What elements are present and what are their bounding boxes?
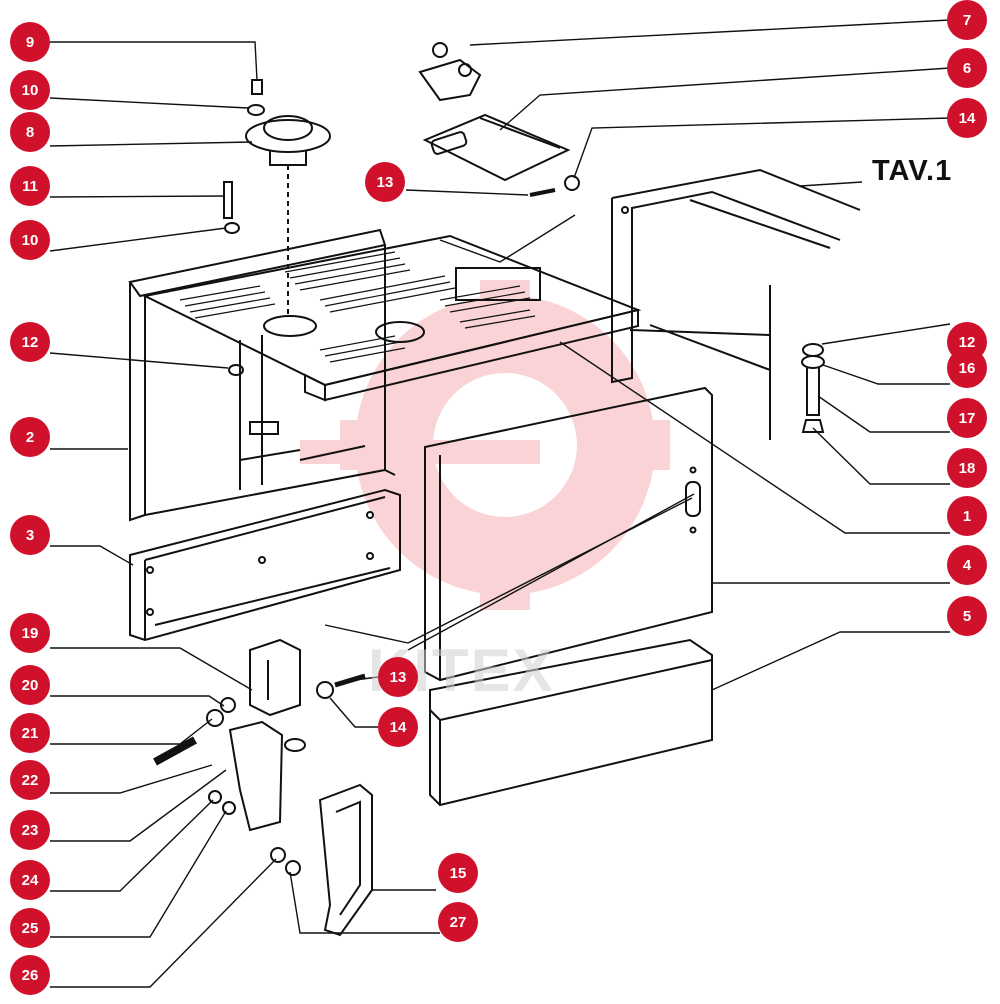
callout-label: 15 — [449, 864, 467, 882]
door-panel — [424, 386, 713, 682]
callout-label: 24 — [21, 871, 39, 889]
callout-19[interactable]: 14 — [947, 98, 987, 138]
callout-label: 26 — [21, 966, 39, 984]
callout-29[interactable]: 14 — [378, 707, 418, 747]
callout-16[interactable]: 26 — [10, 955, 50, 995]
callout-23[interactable]: 17 — [947, 398, 987, 438]
door-handle — [318, 783, 373, 937]
callout-label: 25 — [21, 919, 39, 937]
callout-20[interactable]: 13 — [365, 162, 405, 202]
latch — [228, 720, 306, 832]
callout-label: 7 — [962, 11, 972, 29]
callout-label: 3 — [25, 526, 35, 544]
callout-5[interactable]: 10 — [10, 220, 50, 260]
callout-13[interactable]: 23 — [10, 810, 50, 850]
callout-label: 12 — [21, 333, 39, 351]
bolt-13-lower — [334, 673, 366, 688]
callout-label: 21 — [21, 724, 39, 742]
bolt-13-top — [529, 188, 556, 197]
callout-8[interactable]: 3 — [10, 515, 50, 555]
callout-26[interactable]: 4 — [947, 545, 987, 585]
callout-6[interactable]: 12 — [10, 322, 50, 362]
callout-15[interactable]: 25 — [10, 908, 50, 948]
callout-14[interactable]: 24 — [10, 860, 50, 900]
callout-label: 6 — [962, 59, 972, 77]
washer-24 — [222, 801, 236, 815]
callout-label: 14 — [958, 109, 976, 127]
nut-23 — [208, 790, 222, 804]
callout-11[interactable]: 21 — [10, 713, 50, 753]
cabinet-frame — [611, 168, 861, 440]
pin-21 — [153, 736, 197, 766]
callout-17[interactable]: 7 — [947, 0, 987, 40]
callout-label: 14 — [389, 718, 407, 736]
washer-14-lower — [316, 681, 334, 699]
part-outlines — [128, 42, 861, 937]
callout-30[interactable]: 15 — [438, 853, 478, 893]
leader-lines — [49, 19, 951, 988]
adjustable-foot — [801, 343, 825, 433]
callout-28[interactable]: 13 — [378, 657, 418, 697]
callout-label: 19 — [21, 624, 39, 642]
callout-2[interactable]: 10 — [10, 70, 50, 110]
callout-label: 23 — [21, 821, 39, 839]
thermostat-assembly — [418, 42, 482, 102]
callout-label: 20 — [21, 676, 39, 694]
callout-label: 5 — [962, 607, 972, 625]
callout-18[interactable]: 6 — [947, 48, 987, 88]
callout-4[interactable]: 11 — [10, 166, 50, 206]
callout-label: 16 — [958, 359, 976, 377]
callout-label: 11 — [22, 177, 38, 195]
callout-label: 4 — [962, 556, 972, 574]
watermark-gear-icon — [300, 280, 670, 610]
small-hardware — [223, 79, 265, 376]
nut-26 — [270, 847, 286, 863]
washer-14-top — [564, 175, 580, 191]
callout-label: 8 — [25, 123, 35, 141]
vent-cap — [245, 115, 331, 166]
callout-25[interactable]: 1 — [947, 496, 987, 536]
callout-label: 17 — [958, 409, 976, 427]
callout-7[interactable]: 2 — [10, 417, 50, 457]
callout-label: 13 — [389, 668, 407, 686]
callout-label: 9 — [25, 33, 35, 51]
callout-3[interactable]: 8 — [10, 112, 50, 152]
callout-label: 18 — [958, 459, 976, 477]
top-panel — [128, 228, 642, 522]
callout-9[interactable]: 19 — [10, 613, 50, 653]
washer-20 — [220, 697, 236, 713]
callout-27[interactable]: 5 — [947, 596, 987, 636]
diagram-title: TAV.1 — [872, 155, 953, 187]
callout-12[interactable]: 22 — [10, 760, 50, 800]
callout-label: 13 — [376, 173, 394, 191]
kick-panel — [429, 638, 713, 807]
callout-label: 22 — [21, 771, 39, 789]
callout-24[interactable]: 18 — [947, 448, 987, 488]
bracket — [249, 638, 301, 717]
callout-22[interactable]: 16 — [947, 348, 987, 388]
hinge-plate — [422, 113, 571, 182]
callout-31[interactable]: 27 — [438, 902, 478, 942]
washer-27 — [285, 860, 301, 876]
callout-label: 12 — [958, 333, 976, 351]
callout-10[interactable]: 20 — [10, 665, 50, 705]
callout-1[interactable]: 9 — [10, 22, 50, 62]
callout-label: 1 — [962, 507, 972, 525]
callout-label: 2 — [25, 428, 35, 446]
front-rail — [129, 488, 401, 642]
callout-label: 10 — [21, 81, 39, 99]
callout-label: 10 — [21, 231, 39, 249]
callout-label: 27 — [449, 913, 467, 931]
nut-20 — [206, 709, 224, 727]
